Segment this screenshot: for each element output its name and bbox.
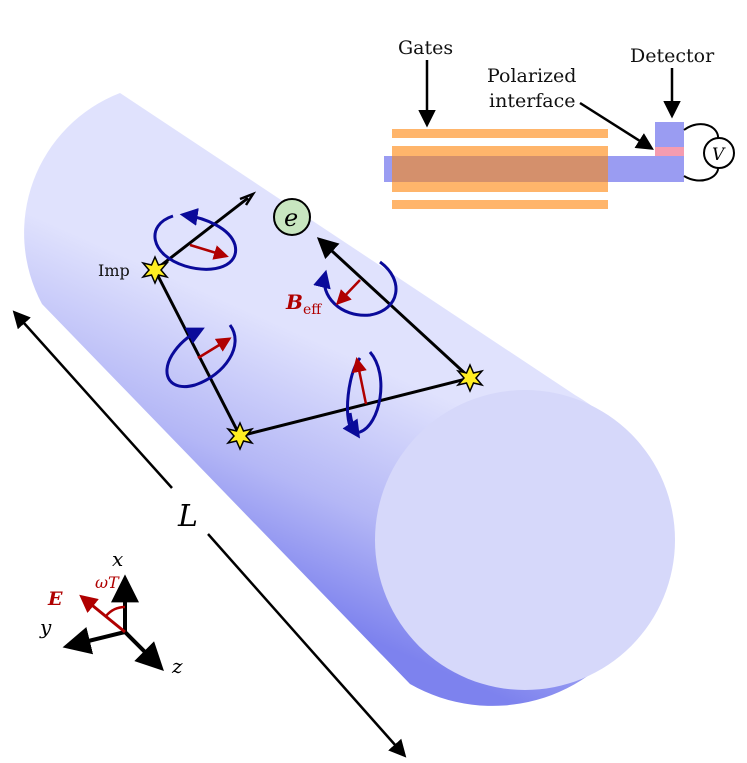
length-arrow: L xyxy=(12,310,407,758)
polarized-label-line1: Polarized xyxy=(487,65,576,87)
spin-precession-2 xyxy=(165,324,237,388)
circle-icon xyxy=(273,198,311,236)
e-field-label: E xyxy=(47,588,63,610)
impurity-star-1 xyxy=(140,255,170,285)
star-icon xyxy=(455,363,485,393)
gate-bottom xyxy=(392,200,608,209)
detector-block xyxy=(655,122,684,147)
axis-x-label: x xyxy=(112,547,123,571)
coordinate-axes: x y z E ωT xyxy=(39,547,183,678)
gates-label: Gates xyxy=(398,37,453,59)
polarized-interface xyxy=(655,147,684,156)
gate-overlap xyxy=(392,156,608,182)
device-inset: V xyxy=(384,122,735,209)
length-label: L xyxy=(177,499,198,534)
angle-label: ωT xyxy=(95,573,120,592)
electron-label: e xyxy=(284,204,298,232)
electron-marker: e xyxy=(273,198,311,236)
voltmeter-icon xyxy=(703,137,735,169)
impurity-label: Imp xyxy=(98,261,130,280)
b-field-label: B eff xyxy=(285,290,322,318)
svg-text:eff: eff xyxy=(303,302,322,318)
svg-text:V: V xyxy=(712,145,726,165)
axis-y-label: y xyxy=(39,615,52,639)
spin-precession-4 xyxy=(342,351,383,439)
spin-precession-1 xyxy=(153,207,238,271)
spin-precession-3 xyxy=(313,260,398,317)
star-icon xyxy=(225,421,255,451)
gate-top xyxy=(392,129,608,138)
nanowire-cylinder xyxy=(24,93,675,706)
detector-label: Detector xyxy=(630,45,715,67)
svg-text:B: B xyxy=(285,290,303,314)
axis-z-label: z xyxy=(171,654,183,678)
star-icon xyxy=(140,255,170,285)
cylinder-end-cap xyxy=(375,390,675,690)
interface-arrow xyxy=(579,101,654,150)
polarized-label-line2: interface xyxy=(489,90,576,112)
